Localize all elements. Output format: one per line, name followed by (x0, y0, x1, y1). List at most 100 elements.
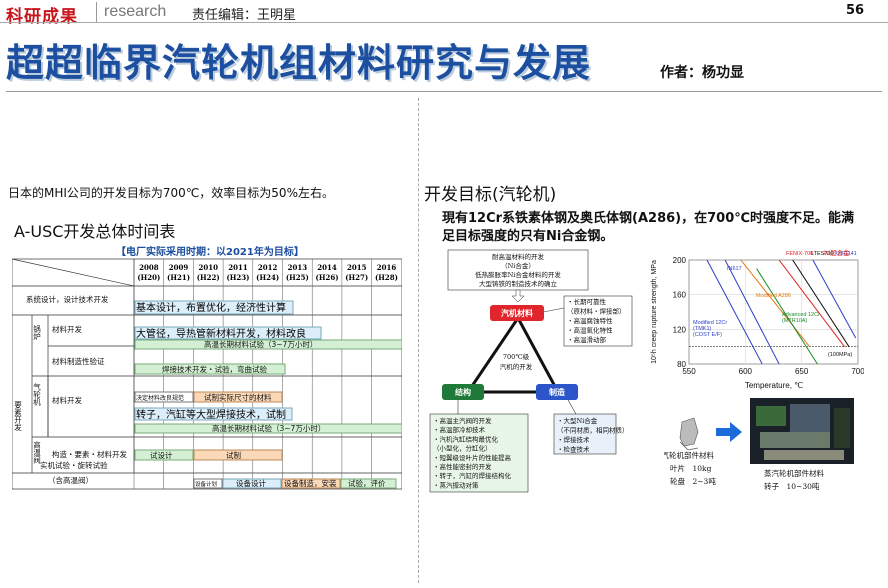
series-line (724, 260, 780, 364)
plot-area (688, 259, 859, 365)
x-tick-label: 700 (851, 367, 864, 376)
year-era-label: (H28) (375, 273, 398, 282)
target-heading: 开发目标(汽轮机) (424, 185, 557, 205)
manufacture-box-line: （不同材质，相同材质） (557, 426, 629, 435)
page-title: 超超临界汽轮机组材料研究与发展 (6, 40, 592, 85)
series-label: (MTR10A) (782, 318, 808, 324)
x-tick-label: 550 (682, 367, 696, 376)
bar-turb4: 高温长期材料试验（3~7万小时） (212, 423, 325, 433)
series-label: (COST E/F) (693, 332, 722, 338)
header-section: research (104, 3, 167, 20)
timeline-caption: 【电厂实际采用时期：以2021年为目标】 (116, 247, 304, 258)
year-era-label: (H21) (167, 273, 190, 282)
row-system: 系统设计，设计技术开发 (26, 294, 109, 304)
author: 作者：杨功显 (660, 65, 744, 81)
structure-box-line: ・高性能密封的开发 (433, 462, 492, 471)
series-line (792, 260, 850, 347)
title-rule (6, 91, 882, 92)
material-box-line: ・高温滑动部 (567, 335, 607, 344)
structure-box-line: ・蒸汽振动对策 (433, 480, 479, 489)
row-turbine-mat: 材料开发 (52, 395, 82, 405)
material-box-line: ・长期可靠性 (567, 297, 607, 306)
arrow-icon (716, 422, 742, 442)
series-label: (TMK1) (693, 326, 712, 332)
bar-turb1: 决定材料改良规范 (136, 394, 184, 402)
bar-turb3: 转子，汽缸等大型焊接技术，试制 (136, 408, 286, 421)
row-valve-group: 高温阀 (32, 440, 41, 465)
row-boiler-mat: 材料开发 (52, 324, 82, 334)
year-era-label: (H26) (316, 273, 339, 282)
row-valve-struct: 构造・要素・材料开发 (52, 449, 127, 459)
year-era-label: (H24) (256, 273, 279, 282)
structure-box-line: ・高温部冷却技术 (433, 425, 486, 434)
target-description: 現有12Cr系铁素体钢及奥氏体钢(A286)，在700℃时强度不足。能满足目标强… (442, 211, 855, 244)
bar-turb2: 试制实际尺寸的材料 (204, 392, 272, 402)
row-test: 实机试验・旋转试验 (40, 460, 108, 470)
column-divider (418, 98, 420, 583)
top-box-line: 大型铸铁的制造技术的确立 (479, 279, 558, 288)
manufacture-box-line: ・焊接技术 (557, 435, 590, 444)
series-line (706, 260, 763, 364)
timeline-heading: A-USC开发总体时间表 (14, 222, 176, 241)
year-label: 2009 (169, 263, 189, 272)
year-label: 2008 (139, 263, 159, 272)
bar-test2: 设备设计 (236, 478, 266, 488)
year-era-label: (H22) (197, 273, 220, 282)
node-structure: 结构 (455, 387, 471, 397)
chart-title: Ni超合金 (824, 248, 850, 257)
manufacture-box-line: ・大型Ni合金 (557, 416, 598, 425)
center-line1: 700℃级 (503, 352, 530, 361)
bar-valve1: 试设计 (150, 450, 173, 460)
y-tick-label: 160 (673, 291, 687, 300)
structure-box-line: ・转子，汽缸的焊接结构化 (433, 471, 512, 480)
chart-annotation: (100MPa) (828, 352, 852, 358)
series-line (778, 260, 845, 348)
year-label: 2016 (377, 263, 397, 272)
bar-test3: 设备制造，安装 (284, 478, 337, 488)
material-box-line: ・高温腐蚀特性 (567, 316, 613, 325)
series-label: Advanced 12Cr (782, 312, 820, 318)
photo1-line1: 燃气轮机部件材料 (664, 450, 714, 460)
bar-valve2: 试制 (226, 450, 241, 460)
structure-box-line: ・汽机汽缸结构最优化 (433, 434, 499, 443)
top-box-line: （Ni合金） (501, 261, 535, 270)
series-label: Modified A286 (756, 293, 791, 299)
series-label: IN617 (727, 266, 742, 272)
series-label: USC141 (836, 251, 857, 257)
row-test-sub: （含高温阀） (48, 475, 93, 485)
row-turbine-group: 气轮机 (32, 382, 41, 407)
photo1-line2: 叶片 10kg (670, 463, 712, 473)
header-brand: 科研成果 (6, 7, 78, 27)
material-box-line: ・高温氧化特性 (567, 326, 613, 335)
y-tick-label: 80 (677, 360, 686, 369)
photo1-line3: 轮盘 2~3吨 (670, 476, 716, 486)
row-element: 要素开发 (13, 401, 22, 433)
material-box-line: （原材料・焊接部） (567, 307, 626, 316)
y-tick-label: 120 (673, 325, 687, 334)
header-rule (0, 22, 888, 23)
development-diagram: 耐高温材料的开发（Ni合金）低热膨胀率Ni合金材料的开发大型铸铁的制造技术的确立… (429, 249, 633, 493)
year-era-label: (H25) (286, 273, 309, 282)
x-tick-label: 650 (795, 367, 809, 376)
y-axis-label: 10⁵h creep rupture strength, MPa (651, 260, 658, 364)
component-photos: 燃气轮机部件材料 叶片 10kg 轮盘 2~3吨 蒸汽轮机部件材料 转子 10~… (664, 398, 854, 491)
series-line (740, 260, 810, 348)
top-box-line: 耐高温材料的开发 (492, 252, 545, 261)
year-label: 2012 (258, 263, 278, 272)
year-label: 2013 (288, 263, 308, 272)
row-boiler-group: 锅炉 (32, 324, 41, 342)
year-label: 2010 (199, 263, 219, 272)
series-label: LTES700 (811, 251, 834, 257)
structure-box-line: ・高温主汽阀的开发 (433, 416, 492, 425)
year-label: 2014 (317, 263, 337, 272)
photo2-line2: 转子 10~30吨 (764, 481, 820, 491)
header-editor: 责任编辑：王明星 (192, 8, 297, 23)
bar-test1: 设备计划 (195, 480, 217, 488)
structure-box-line: ・短翼级设叶片的性能提高 (433, 453, 512, 462)
year-label: 2015 (347, 263, 367, 272)
year-era-label: (H20) (137, 273, 160, 282)
bar-mfg: 焊接技术开发・试验，弯曲试验 (162, 364, 267, 374)
x-axis-label: Temperature, ℃ (745, 381, 803, 390)
bar-test4: 试验，评价 (348, 478, 386, 488)
